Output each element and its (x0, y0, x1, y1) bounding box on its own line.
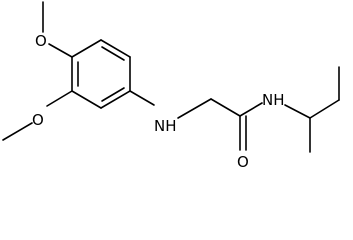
bond-methoxy-bottom-methyl (2, 122, 33, 141)
amine-nh-label: NH (154, 117, 177, 135)
bond-ring-to-methoxy-bottom-o (46, 90, 73, 107)
methoxy-bottom-oxygen-label: O (32, 111, 44, 129)
bond-amide-n-to-ch (284, 104, 311, 119)
bond-amine-to-ch2 (177, 98, 212, 119)
bond-ch-to-ethyl-ch2 (309, 99, 340, 119)
ring-double-bond-c1-c2 (101, 46, 125, 61)
chemical-structure-diagram: O O NH O NH (2, 1, 340, 171)
ring-bond-c1-c2 (100, 39, 131, 58)
ring-bond-c4-c5 (71, 90, 102, 109)
ring-bond-c6-c1 (71, 39, 102, 58)
amide-nh-label: NH (262, 91, 285, 109)
bond-ch2-to-carbonyl-c (210, 98, 241, 117)
ring-bond-c3-c4 (100, 90, 131, 109)
benzene-ring (71, 39, 131, 109)
ring-double-bond-c3-c4 (101, 87, 125, 102)
bond-ring-to-methoxy-top-o (48, 43, 73, 58)
bond-ring-to-amine (129, 90, 155, 106)
methoxy-top-oxygen-label: O (35, 32, 47, 50)
bond-carbonyl-to-amide-n (239, 102, 263, 117)
carbonyl-oxygen-label: O (237, 153, 249, 171)
